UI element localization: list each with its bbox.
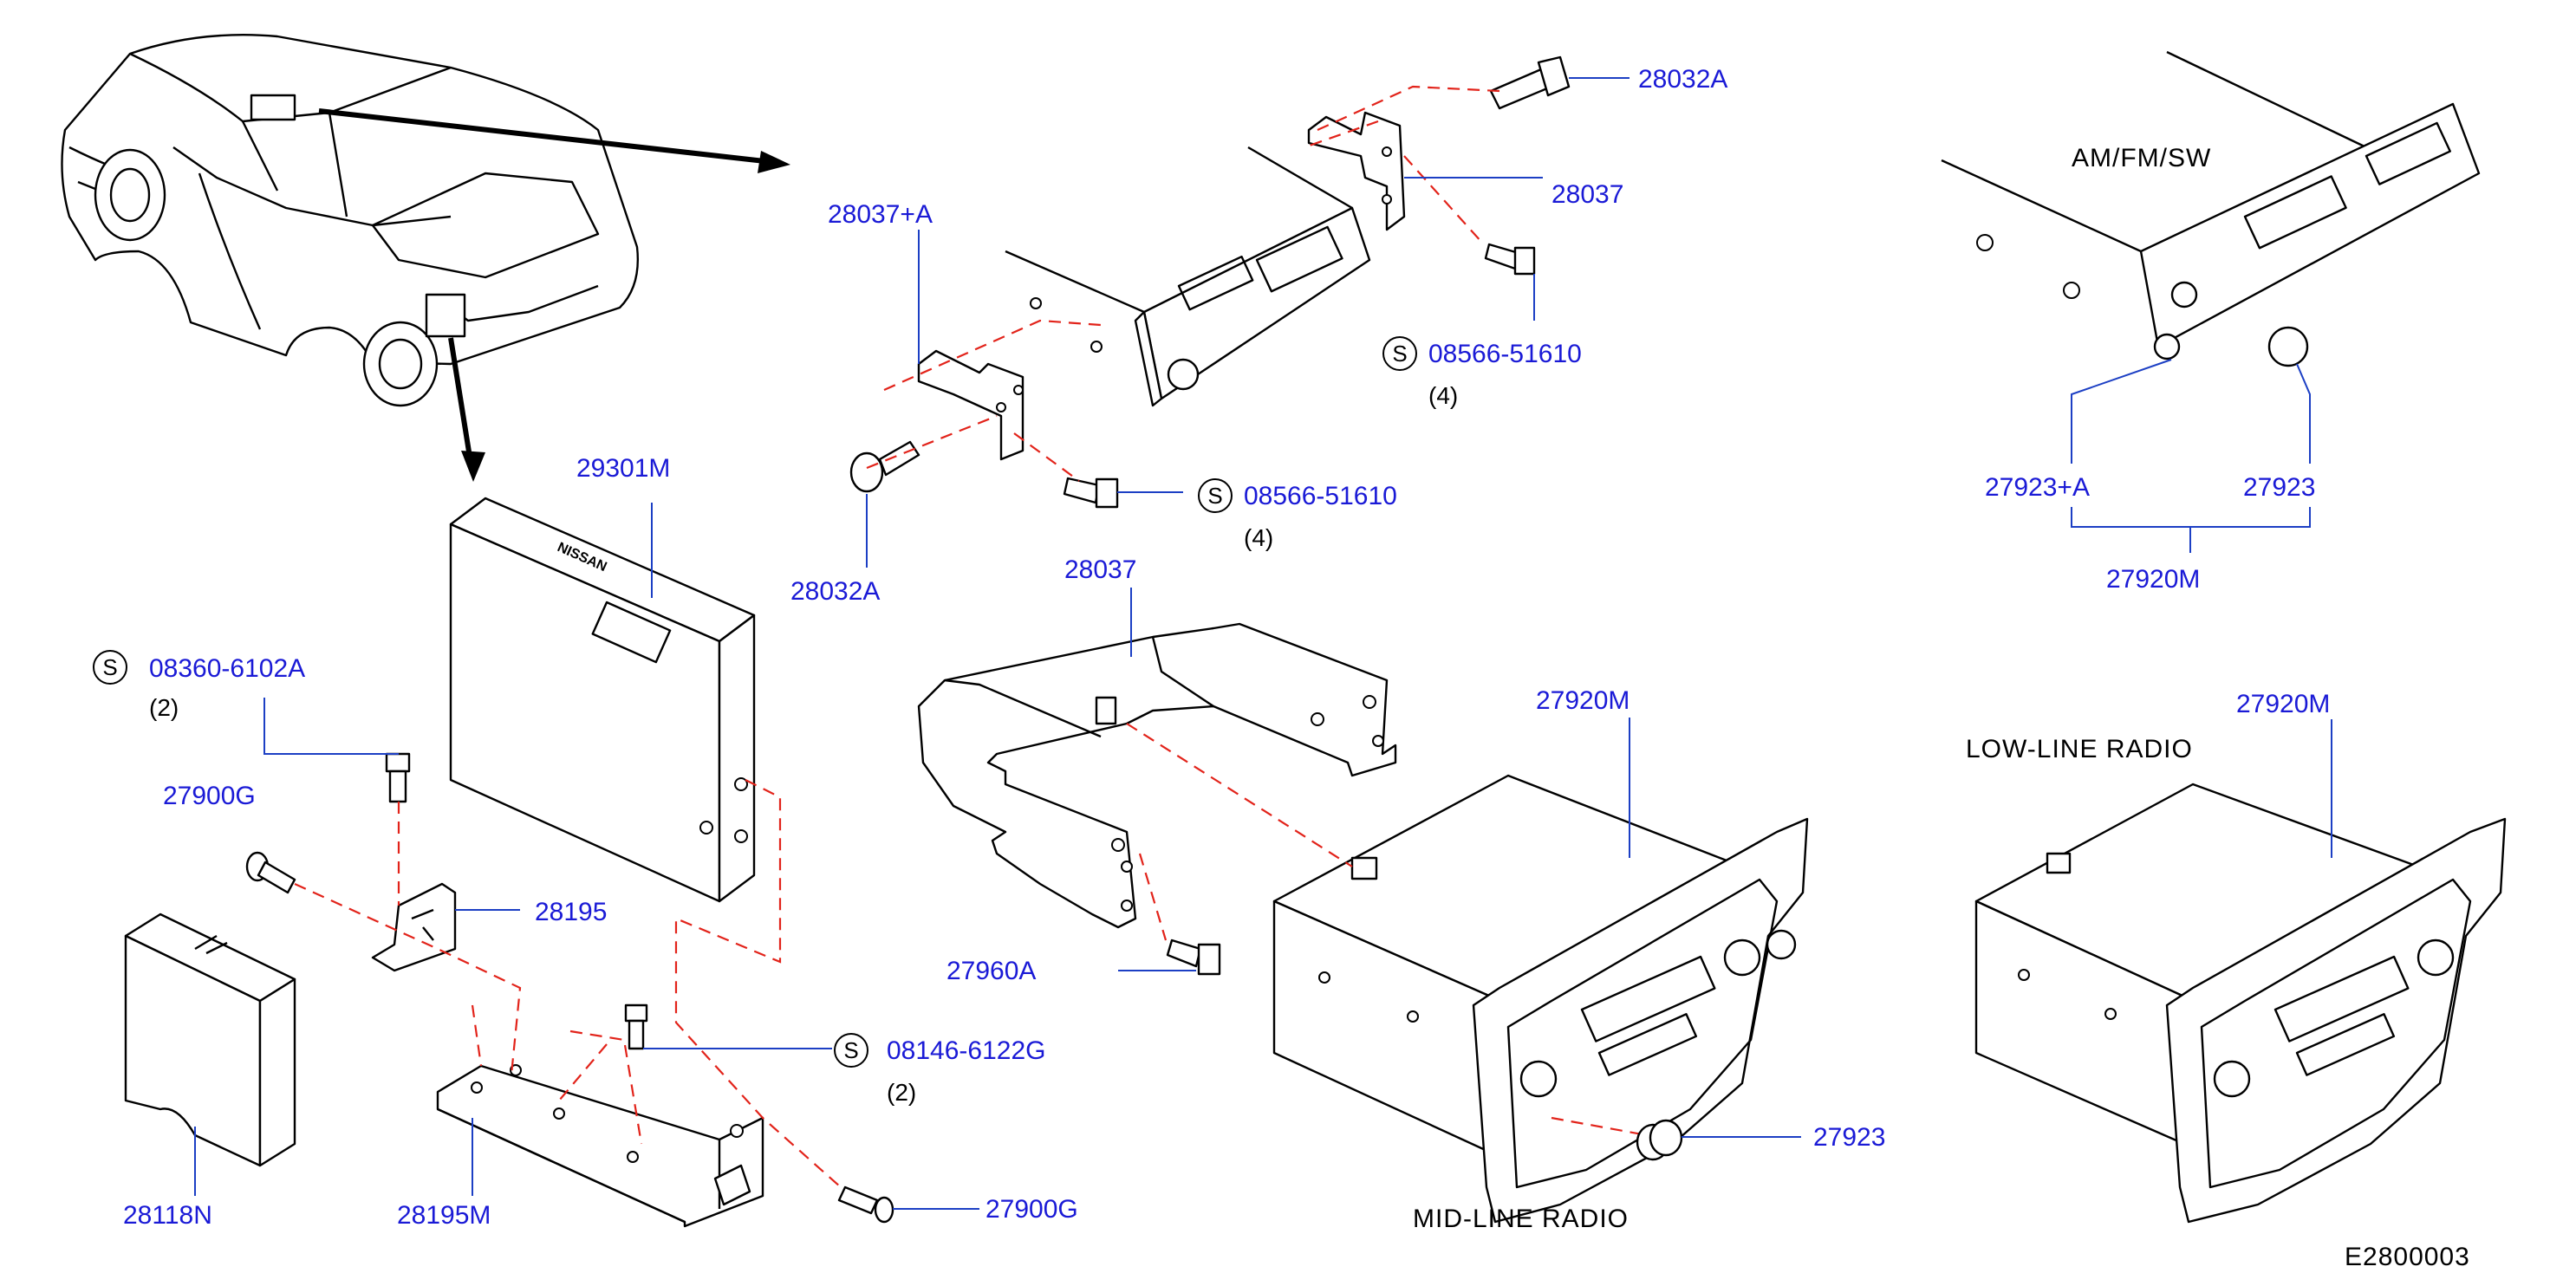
- screw-28032A-left: [849, 440, 920, 493]
- s-symbol: S: [843, 1037, 858, 1063]
- screw-27900G-top: [245, 851, 296, 894]
- s-symbol: S: [1207, 483, 1222, 509]
- low-line-radio: [1974, 719, 2507, 1224]
- mid-line-radio-caption: MID-LINE RADIO: [1413, 1205, 1629, 1233]
- part-label-27920M: 27920M: [1536, 686, 1630, 715]
- part-label-08360-6102A: 08360-6102A: [149, 654, 305, 683]
- part-labels: 28032A 28037 28037+A 08566-51610 (4) 085…: [123, 65, 2330, 1230]
- bolt-08566-left: [1063, 477, 1119, 509]
- bolt-27960A: [1118, 939, 1221, 976]
- part-label-27960A: 27960A: [946, 957, 1036, 985]
- s-symbol: S: [1392, 341, 1407, 367]
- rear-wheel-icon: [362, 321, 439, 407]
- module-29301M: NISSAN: [449, 497, 756, 903]
- module-28118N: [124, 913, 296, 1196]
- knob-27923-icon: [2267, 326, 2309, 367]
- bolt-08566-right: [1484, 243, 1536, 276]
- part-label-08146-6122G: 08146-6122G: [887, 1036, 1046, 1065]
- part-label-27923A: 27923+A: [1985, 473, 2090, 502]
- quantity-label: (4): [1244, 524, 1273, 551]
- dash-radio-assembly: [849, 55, 1630, 568]
- part-label-08566-51610: 08566-51610: [1428, 340, 1582, 368]
- captions: AM/FM/SW LOW-LINE RADIO MID-LINE RADIO E…: [1413, 144, 2470, 1271]
- quantity-label: (4): [1428, 382, 1458, 409]
- part-label-08566-51610: 08566-51610: [1244, 482, 1397, 510]
- knob-icon: [1167, 358, 1200, 391]
- part-label-27900G: 27900G: [163, 782, 256, 810]
- part-label-28195: 28195: [535, 898, 607, 926]
- roof-antenna-unit: [250, 94, 296, 121]
- car-illustration: [61, 34, 790, 482]
- part-label-28032A: 28032A: [1638, 65, 1727, 94]
- part-label-28118N: 28118N: [123, 1201, 212, 1230]
- bracket-28195M: [436, 1064, 764, 1228]
- antenna-jack: [2046, 852, 2072, 874]
- part-label-29301M: 29301M: [576, 454, 670, 483]
- antenna-jack: [1350, 856, 1378, 880]
- bracket-28195: [371, 882, 520, 972]
- part-label-27920M: 27920M: [2236, 690, 2330, 718]
- screw-27900G-bottom: [837, 1185, 894, 1224]
- part-label-28195M: 28195M: [397, 1201, 491, 1230]
- trunk-unit: [425, 293, 466, 338]
- part-label-28037: 28037: [1064, 555, 1136, 584]
- s-symbol: S: [102, 654, 117, 680]
- part-label-27900G: 27900G: [986, 1195, 1078, 1224]
- low-line-radio-caption: LOW-LINE RADIO: [1966, 735, 2193, 763]
- part-label-28037A: 28037+A: [828, 200, 933, 229]
- radio-band-caption: AM/FM/SW: [2072, 144, 2211, 172]
- bolt-08146: [624, 1003, 648, 1050]
- diagram-id: E2800003: [2345, 1243, 2470, 1271]
- knob-27923A-icon: [2153, 333, 2181, 360]
- bolt-08360: [385, 752, 411, 803]
- s-symbols: S S S S: [93, 336, 1417, 1068]
- part-label-28032A: 28032A: [790, 577, 880, 606]
- quantity-label: (2): [149, 694, 179, 721]
- screws-left: [245, 698, 979, 1224]
- front-wheel-icon: [94, 148, 166, 242]
- bracket-28037-mid: [917, 588, 1397, 929]
- quantity-label: (2): [887, 1079, 916, 1106]
- mid-line-radio: [1126, 718, 1809, 1224]
- screw-28032A-top: [1489, 55, 1571, 110]
- knob-27923-mid-icon: [1636, 1119, 1683, 1161]
- part-label-27923: 27923: [1813, 1123, 1885, 1152]
- part-label-27923: 27923: [2243, 473, 2315, 502]
- part-label-27920M: 27920M: [2106, 565, 2200, 594]
- part-label-28037: 28037: [1551, 180, 1623, 209]
- am-fm-sw-radio: [1941, 50, 2481, 553]
